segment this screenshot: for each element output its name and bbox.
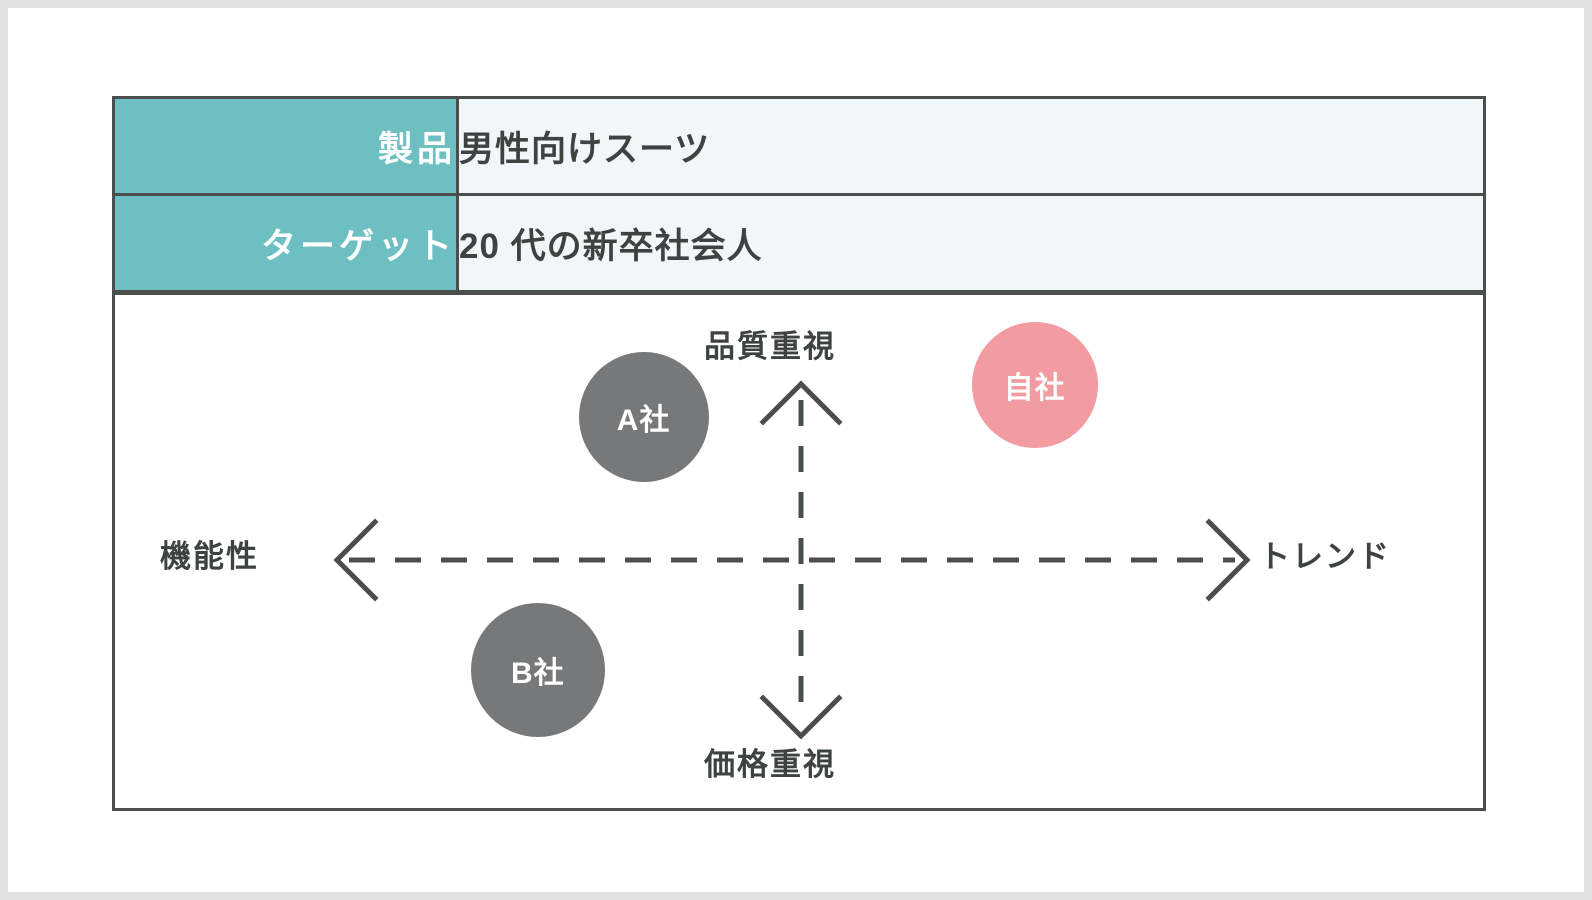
row-value-target: 20 代の新卒社会人: [456, 193, 1486, 293]
bubble-label: A社: [616, 403, 671, 437]
positioning-map: [112, 292, 1486, 811]
right-arrow-icon: [1205, 518, 1251, 602]
row-value-product: 男性向けスーツ: [456, 96, 1486, 196]
bubble-3: 自社: [971, 322, 1098, 449]
axis-label-top: 品質重視: [704, 329, 836, 364]
product-target-table: 製品 男性向けスーツ ターゲット 20 代の新卒社会人: [112, 96, 1486, 293]
axis-crosshair-svg: [333, 380, 1251, 740]
down-arrow-icon: [759, 694, 843, 740]
bubble-2: B社: [470, 603, 605, 738]
bubble-label: B社: [510, 657, 565, 691]
bubble-1: A社: [578, 351, 709, 482]
axis-label-left: 機能性: [160, 539, 259, 574]
page-card: 製品 男性向けスーツ ターゲット 20 代の新卒社会人 品質重視 価格重視 機: [8, 8, 1584, 892]
row-label-product: 製品: [112, 96, 459, 196]
row-label-target: ターゲット: [112, 193, 459, 293]
axis-label-right: トレンド: [1259, 539, 1391, 574]
bubble-label: 自社: [1003, 372, 1066, 406]
table-row: 製品 男性向けスーツ: [112, 96, 1486, 196]
left-arrow-icon: [333, 518, 379, 602]
table-row: ターゲット 20 代の新卒社会人: [112, 193, 1486, 293]
up-arrow-icon: [759, 380, 843, 426]
axis-label-bottom: 価格重視: [704, 747, 836, 782]
